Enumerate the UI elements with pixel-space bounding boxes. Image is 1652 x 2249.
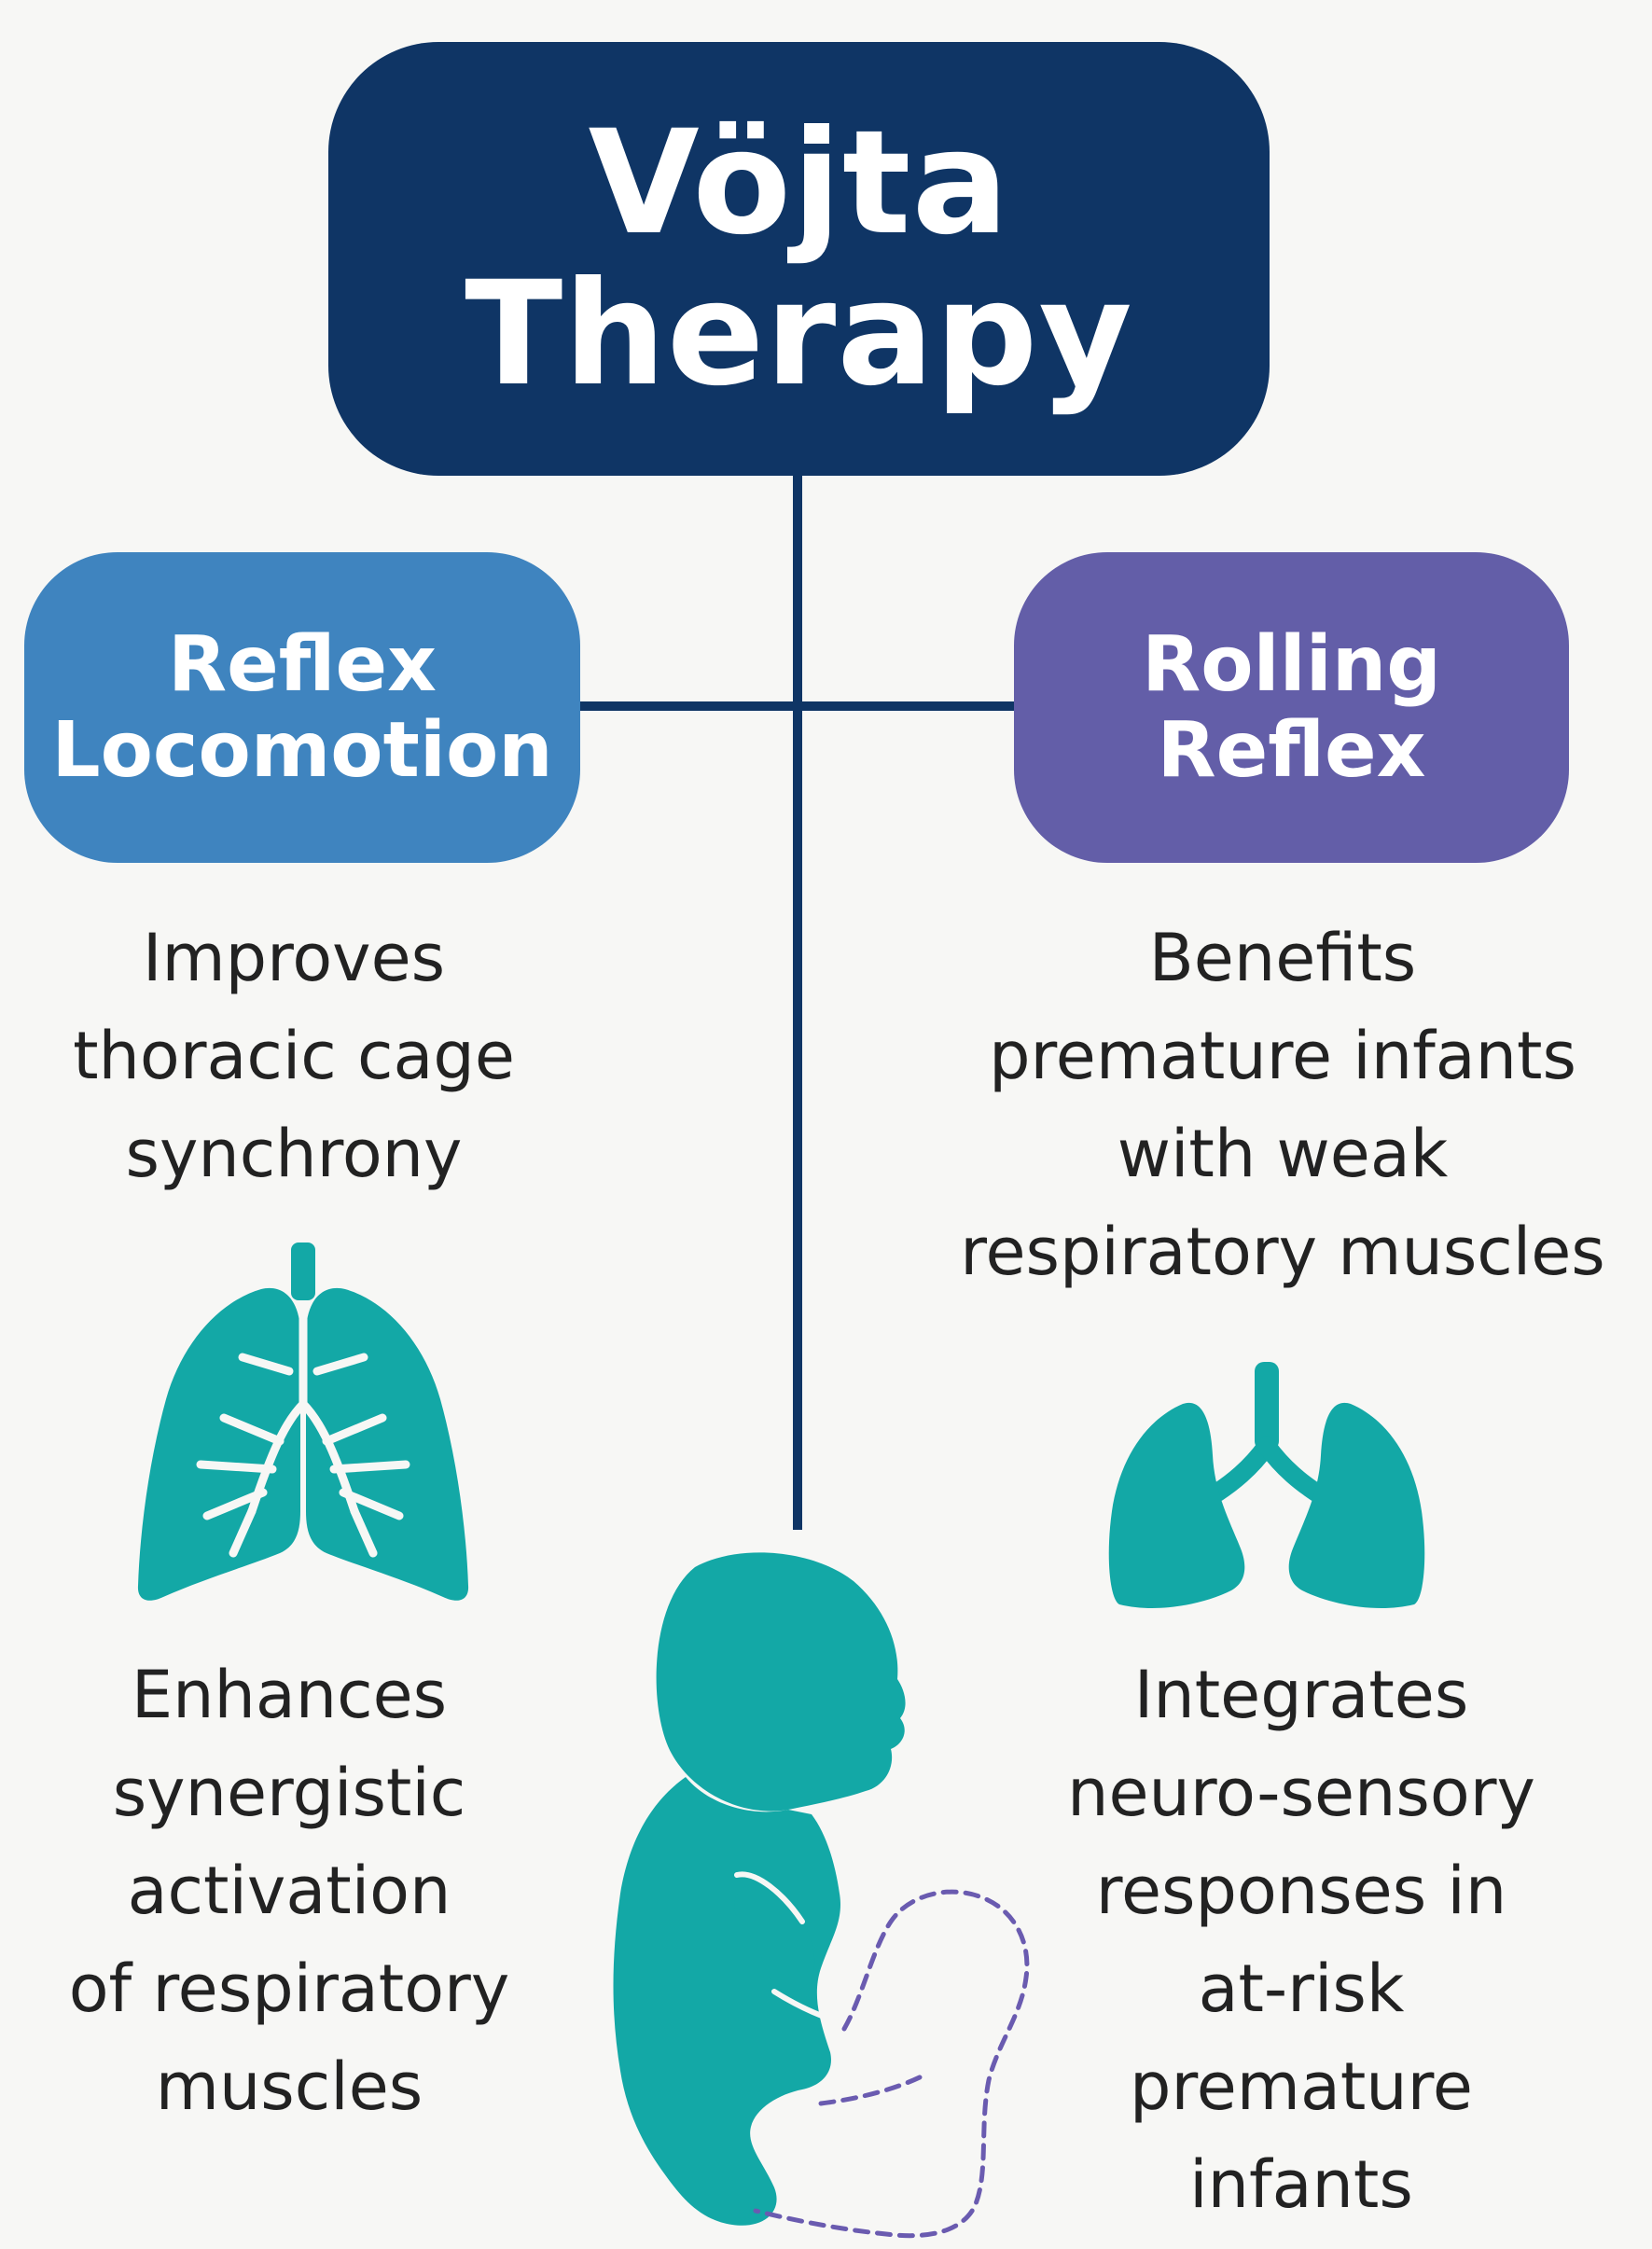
title-line-1: Vöjta xyxy=(588,99,1010,267)
desc-line: premature xyxy=(1130,2048,1473,2125)
desc-line: premature infants xyxy=(989,1018,1576,1094)
bottom-right-description: Integrates neuro-sensory responses in at… xyxy=(1007,1646,1595,2234)
desc-line: of respiratory xyxy=(68,1951,510,2027)
title-box: Vöjta Therapy xyxy=(328,42,1270,476)
desc-line: at-risk xyxy=(1198,1951,1405,2027)
desc-line: Benefits xyxy=(1148,920,1417,996)
right-box-line-1: Rolling xyxy=(1142,619,1441,709)
desc-line: Integrates xyxy=(1133,1657,1469,1733)
top-left-description: Improves thoracic cage synchrony xyxy=(0,909,588,1203)
right-box-line-2: Reflex xyxy=(1157,705,1426,795)
desc-line: thoracic cage xyxy=(73,1018,515,1094)
desc-line: muscles xyxy=(155,2048,423,2125)
desc-line: activation xyxy=(127,1853,451,1929)
desc-line: responses in xyxy=(1095,1853,1507,1929)
reflex-locomotion-box: Reflex Locomotion xyxy=(24,552,580,863)
desc-line: infants xyxy=(1189,2146,1413,2223)
top-right-description: Benefits premature infants with weak res… xyxy=(914,909,1651,1301)
desc-line: synergistic xyxy=(112,1755,466,1831)
bottom-left-description: Enhances synergistic activation of respi… xyxy=(0,1646,578,2136)
desc-line: synchrony xyxy=(125,1116,463,1192)
desc-line: Enhances xyxy=(131,1657,448,1733)
left-box-line-1: Reflex xyxy=(167,619,437,709)
desc-line: Improves xyxy=(142,920,446,996)
left-box-line-2: Locomotion xyxy=(51,705,553,795)
rolling-reflex-box: Rolling Reflex xyxy=(1014,552,1569,863)
desc-line: respiratory muscles xyxy=(960,1214,1605,1290)
desc-line: neuro-sensory xyxy=(1067,1755,1535,1831)
title-line-2: Therapy xyxy=(465,250,1133,418)
desc-line: with weak xyxy=(1117,1116,1449,1192)
